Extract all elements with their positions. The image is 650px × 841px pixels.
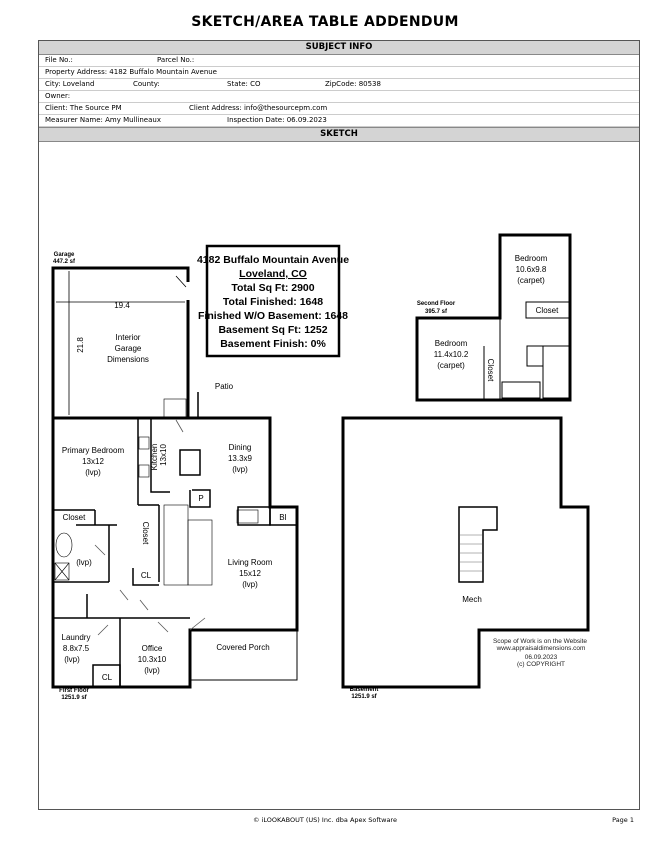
first-floor: [51, 392, 299, 689]
office-name: Office: [142, 644, 163, 653]
subject-info-header: SUBJECT INFO: [39, 41, 639, 55]
county: County:: [133, 80, 160, 88]
sketch-header: SKETCH: [39, 127, 639, 142]
living-floor: (lvp): [242, 580, 258, 589]
basement: [341, 416, 590, 689]
kitchen-name: Kitchen: [150, 444, 159, 471]
garage-depth: 21.8: [76, 337, 85, 353]
living-size: 15x12: [239, 569, 261, 578]
closet2-label: Closet: [486, 359, 495, 382]
measurer: Measurer Name: Amy Mullineaux: [45, 116, 161, 124]
inspection-date: Inspection Date: 06.09.2023: [227, 116, 327, 124]
kitchen-size: 13x10: [159, 444, 168, 466]
mech-label: Mech: [462, 595, 482, 604]
laundry-floor: (lvp): [64, 655, 80, 664]
covered-porch-label: Covered Porch: [216, 643, 269, 652]
addendum-frame: SUBJECT INFO File No.: Parcel No.: Prope…: [38, 40, 640, 810]
summary-city: Loveland, CO: [239, 268, 307, 280]
client-address: Client Address: info@thesourcepm.com: [189, 104, 328, 112]
patio-label: Patio: [215, 382, 234, 391]
garage-area: 447.2 sf: [53, 259, 76, 265]
first-floor-area: 1251.9 sf: [61, 695, 87, 701]
zip: ZipCode: 80538: [325, 80, 381, 88]
bedroom2-name: Bedroom: [435, 339, 468, 348]
summary-box: 4182 Buffalo Mountain Avenue Loveland, C…: [197, 244, 349, 358]
bedroom1-floor: (carpet): [517, 276, 545, 285]
primary-bedroom-floor: (lvp): [85, 468, 101, 477]
primary-bedroom-name: Primary Bedroom: [62, 446, 125, 455]
row-owner: Owner:: [39, 91, 639, 103]
garage-note-1: Interior: [116, 333, 141, 342]
page-title: SKETCH/AREA TABLE ADDENDUM: [191, 14, 459, 30]
dining-size: 13.3x9: [228, 454, 253, 463]
closet-label: Closet: [63, 513, 86, 522]
bedroom1-name: Bedroom: [515, 254, 548, 263]
closet1-label: Closet: [536, 306, 559, 315]
summary-finished-wo-basement: Finished W/O Basement: 1648: [198, 310, 348, 322]
garage: [51, 266, 190, 420]
client: Client: The Source PM: [45, 104, 122, 112]
pantry-label: P: [198, 494, 203, 503]
bi-label: BI: [279, 513, 287, 522]
first-floor-label: First Floor: [59, 688, 89, 694]
sketch-date: 06.09.2023: [525, 654, 558, 661]
owner: Owner:: [45, 92, 71, 100]
second-floor-label: Second Floor: [417, 301, 456, 307]
basement-area: 1251.9 sf: [351, 694, 377, 700]
bath-label: (lvp): [76, 558, 92, 567]
cl-label-2: CL: [102, 673, 113, 682]
laundry-size: 8.8x7.5: [63, 644, 90, 653]
footer-copyright: © iLOOKABOUT (US) Inc. dba Apex Software: [253, 816, 397, 824]
summary-address: 4182 Buffalo Mountain Avenue: [197, 254, 349, 266]
website-note: www.appraisaldimensions.com: [496, 645, 586, 652]
garage-note-2: Garage: [115, 344, 142, 353]
second-floor-area: 395.7 sf: [425, 309, 448, 315]
closet-vertical-label: Closet: [141, 522, 150, 545]
dining-name: Dining: [229, 443, 252, 452]
row-file: File No.: Parcel No.:: [39, 55, 639, 67]
primary-bedroom-size: 13x12: [82, 457, 104, 466]
second-floor: [415, 233, 572, 402]
property-address: Property Address: 4182 Buffalo Mountain …: [45, 68, 217, 76]
office-size: 10.3x10: [138, 655, 167, 664]
bedroom2-floor: (carpet): [437, 361, 465, 370]
cl-label-1: CL: [141, 571, 152, 580]
state: State: CO: [227, 80, 261, 88]
basement-label: Basement: [350, 687, 379, 693]
summary-basement-sqft: Basement Sq Ft: 1252: [218, 324, 327, 336]
file-no: File No.:: [45, 56, 73, 64]
page-number: Page 1: [612, 816, 634, 824]
city: City: Loveland: [45, 80, 95, 88]
summary-total-finished: Total Finished: 1648: [223, 296, 323, 308]
garage-width: 19.4: [114, 301, 130, 310]
dining-floor: (lvp): [232, 465, 248, 474]
scope-note: Scope of Work is on the Website: [493, 638, 587, 645]
garage-note-3: Dimensions: [107, 355, 149, 364]
bedroom1-size: 10.6x9.8: [516, 265, 547, 274]
laundry-name: Laundry: [62, 633, 91, 642]
bedroom2-size: 11.4x10.2: [434, 350, 469, 359]
row-measurer: Measurer Name: Amy Mullineaux Inspection…: [39, 115, 639, 127]
row-client: Client: The Source PM Client Address: in…: [39, 103, 639, 115]
office-floor: (lvp): [144, 666, 160, 675]
garage-label: Garage: [54, 252, 75, 258]
summary-basement-finish: Basement Finish: 0%: [220, 338, 326, 350]
parcel-no: Parcel No.:: [157, 56, 195, 64]
living-name: Living Room: [228, 558, 273, 567]
row-address: Property Address: 4182 Buffalo Mountain …: [39, 67, 639, 79]
row-city: City: Loveland County: State: CO ZipCode…: [39, 79, 639, 91]
summary-total-sqft: Total Sq Ft: 2900: [231, 282, 314, 294]
copyright-note: (c) COPYRIGHT: [517, 661, 565, 668]
